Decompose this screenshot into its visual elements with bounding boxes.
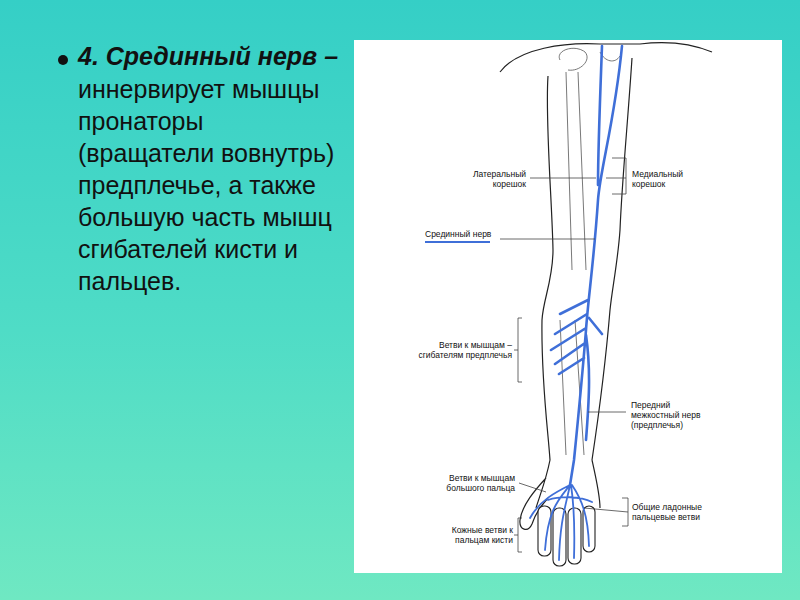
part-label: Кожные ветви к пальцам кисти bbox=[433, 525, 513, 545]
hand-branches bbox=[530, 485, 592, 560]
part-label: Латеральный корешок bbox=[456, 169, 526, 189]
part-label: Медиальный корешок bbox=[632, 169, 702, 189]
bullet-dot bbox=[58, 55, 68, 65]
part-label: Ветви к мышцам большого пальца bbox=[433, 473, 515, 493]
part-label: Передний межкостный нерв (предплечья) bbox=[631, 400, 711, 431]
heading-text: 4. Срединный нерв – bbox=[78, 40, 340, 72]
white-panel bbox=[354, 40, 782, 573]
arm-outline bbox=[500, 43, 712, 530]
body-text: иннервирует мышцы пронаторы (вращатели в… bbox=[78, 73, 340, 297]
part-label: Ветви к мышцам – сгибателям предплечья bbox=[392, 340, 512, 360]
nerve-key-line bbox=[425, 241, 490, 243]
part-label: Срединный нерв bbox=[425, 229, 505, 239]
part-label: Общие ладонные пальцевые ветви bbox=[632, 502, 732, 522]
leader-lines bbox=[500, 158, 628, 552]
median-nerve bbox=[551, 46, 622, 485]
